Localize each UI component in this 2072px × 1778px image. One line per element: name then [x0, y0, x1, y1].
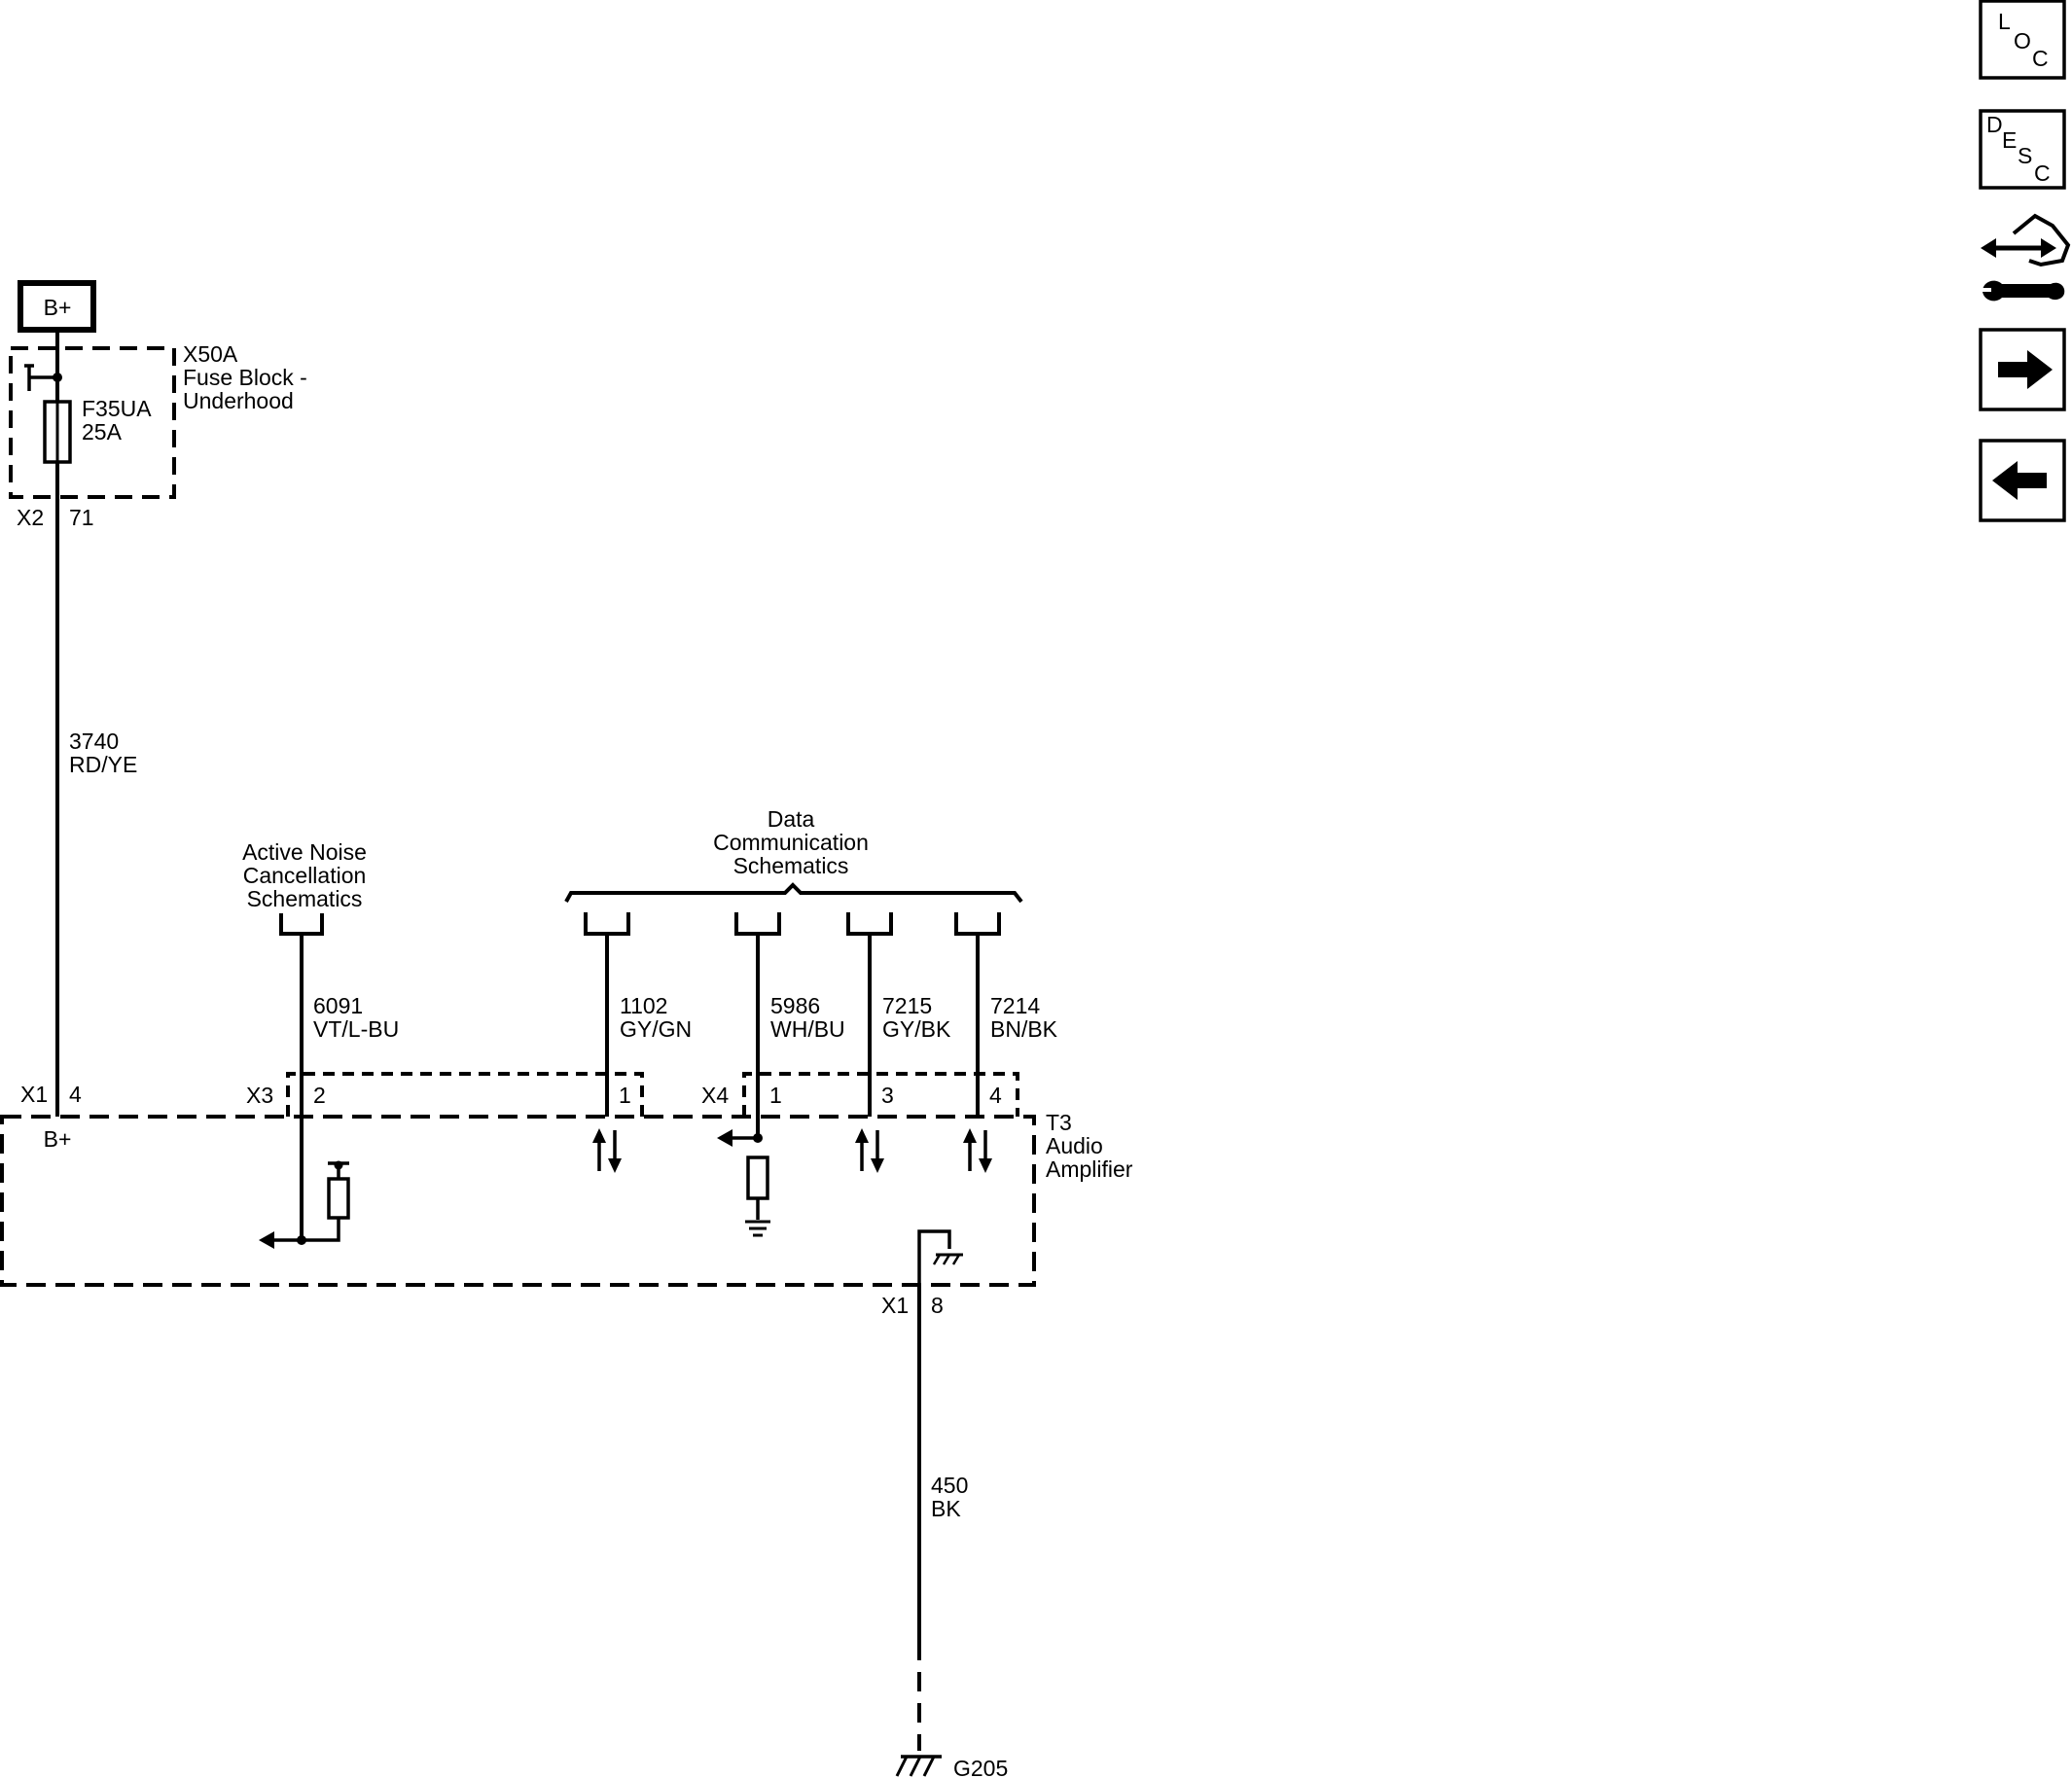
data-arrows-7214	[963, 1128, 992, 1173]
fuse-out-connector: X2	[17, 505, 44, 530]
double-arrow-left-head	[1981, 238, 1996, 258]
internal-ground-line	[917, 1229, 951, 1285]
fuse-rating: 25A	[82, 419, 123, 444]
data-ref-line1: Data	[768, 806, 815, 832]
wire-6091-color: VT/L-BU	[313, 1016, 399, 1042]
data-bracket-7215	[846, 912, 893, 936]
anc-ref-line3: Schematics	[247, 886, 363, 911]
desc-letter-s: S	[2018, 143, 2032, 168]
wire-1102-color: GY/GN	[620, 1016, 692, 1042]
anc-ref-bracket	[279, 913, 324, 936]
x3-connector: X3	[246, 1083, 273, 1108]
anc-ref-line1: Active Noise	[242, 839, 367, 865]
amplifier-id: T3	[1046, 1110, 1072, 1135]
loc-letter-c: C	[2032, 46, 2049, 71]
fuse-out-pin: 71	[69, 505, 94, 530]
data-comm-schematic-reference: Data Communication Schematics	[564, 806, 1023, 936]
x1-top-pin: 4	[69, 1082, 82, 1107]
fuse-block-bus-tap	[24, 364, 57, 391]
fuse-block-name-line1: Fuse Block -	[183, 365, 307, 390]
connector-x4-outline	[742, 1072, 1019, 1117]
data-arrows-7215	[855, 1128, 884, 1173]
data-ref-brace	[564, 882, 1023, 904]
right-arrow-icon	[1998, 350, 2053, 389]
w5986-arrow-head	[717, 1129, 732, 1147]
wrench-icon	[1983, 280, 2065, 302]
loc-letter-l: L	[1998, 9, 2011, 34]
desc-button-frame	[1979, 109, 2066, 190]
x1-top-connector: X1	[20, 1082, 48, 1107]
x1-bottom-pin: 8	[931, 1293, 944, 1318]
anc-ref-line2: Cancellation	[243, 863, 367, 888]
connector-x3-outline	[286, 1072, 644, 1117]
fuse-block-name-line2: Underhood	[183, 388, 294, 413]
wire-450-circuit: 450	[931, 1473, 968, 1498]
wire-7214-circuit: 7214	[990, 993, 1040, 1018]
fuse-block-id: X50A	[183, 341, 238, 367]
x4-pin-3: 3	[881, 1083, 894, 1108]
connector-body-outline	[2012, 213, 2071, 267]
next-page-button[interactable]	[1979, 328, 2066, 411]
anc-schematic-reference: Active Noise Cancellation Schematics	[242, 839, 367, 936]
wire-6091-circuit: 6091	[313, 993, 363, 1018]
amplifier-name-line2: Amplifier	[1046, 1156, 1133, 1182]
audio-amplifier-t3: T3 Audio Amplifier B+	[0, 1110, 1133, 1287]
wrench-notch	[1982, 288, 1991, 292]
data-bracket-7214	[954, 912, 1001, 936]
anc-arrow-head	[259, 1231, 274, 1249]
anc-pullup-resistor	[327, 1177, 350, 1220]
data-arrows-1102	[592, 1128, 622, 1173]
wire-3740-circuit: 3740	[69, 729, 119, 754]
fuse-block-x50a: X50A Fuse Block - Underhood F35UA 25A X2…	[9, 330, 307, 530]
desc-button[interactable]: D E S C	[1979, 109, 2066, 190]
wire-7215-circuit: 7215	[882, 993, 932, 1018]
fuse-block-outline	[9, 346, 176, 499]
x3-pin-2: 2	[313, 1083, 326, 1108]
wire-1102-circuit: 1102	[620, 993, 667, 1018]
data-ref-line3: Schematics	[733, 853, 849, 878]
loc-button-frame	[1979, 0, 2066, 80]
wire-5986-color: WH/BU	[770, 1016, 845, 1042]
desc-letter-d: D	[1986, 112, 2003, 137]
amplifier-outline	[0, 1115, 1036, 1287]
wire-5986-circuit: 5986	[770, 993, 820, 1018]
desc-letter-c: C	[2034, 160, 2051, 186]
wire-450-color: BK	[931, 1496, 961, 1521]
fuse-id: F35UA	[82, 396, 152, 421]
battery-label: B+	[44, 295, 72, 320]
x4-pin-4: 4	[989, 1083, 1002, 1108]
connector-wrench-icon[interactable]	[1981, 213, 2071, 302]
chassis-ground-icon	[932, 1253, 963, 1265]
x3-pin-1: 1	[619, 1083, 631, 1108]
wire-7214-color: BN/BK	[990, 1016, 1058, 1042]
ground-g205-icon	[895, 1755, 942, 1777]
amplifier-b-plus-terminal: B+	[44, 1126, 72, 1152]
data-ref-line2: Communication	[713, 830, 869, 855]
anc-supply-dot	[334, 1160, 343, 1170]
data-bracket-1102	[584, 912, 630, 936]
battery-positive-symbol: B+	[18, 280, 96, 333]
fuse-junction-dot	[53, 373, 62, 382]
ground-id: G205	[953, 1756, 1008, 1778]
x4-pin-1: 1	[769, 1083, 782, 1108]
amplifier-name-line1: Audio	[1046, 1133, 1103, 1158]
data-bracket-5986	[734, 912, 781, 936]
double-arrow-right-head	[2041, 238, 2056, 258]
desc-letter-e: E	[2002, 127, 2017, 153]
x4-connector: X4	[701, 1083, 729, 1108]
w5986-ground-icon	[745, 1220, 770, 1237]
w5986-resistor	[746, 1156, 769, 1200]
x1-bottom-connector: X1	[881, 1293, 909, 1318]
wire-3740-color: RD/YE	[69, 752, 137, 777]
previous-page-button[interactable]	[1979, 439, 2066, 522]
left-arrow-icon	[1992, 461, 2047, 500]
loc-letter-o: O	[2014, 28, 2031, 53]
loc-button[interactable]: L O C	[1979, 0, 2066, 80]
wire-7215-color: GY/BK	[882, 1016, 951, 1042]
anc-internal-line	[302, 1218, 340, 1242]
